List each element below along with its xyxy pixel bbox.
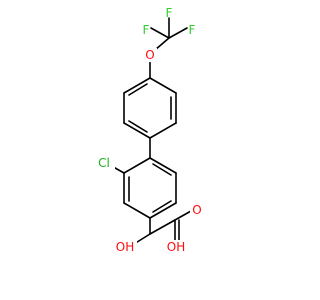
atom-oh-alpha: OH <box>116 240 134 254</box>
bond-ring1-6 <box>123 77 151 94</box>
atom-o-ether: O <box>145 48 154 62</box>
bond-ring2-double-a <box>152 163 172 176</box>
bond-ring1-4 <box>123 122 151 139</box>
atom-o-carbonyl: O <box>192 203 201 217</box>
bond-alpha-cooh <box>149 219 176 235</box>
atom-oh-acid: OH <box>167 240 185 254</box>
bonds <box>107 17 192 245</box>
atom-f-top: F <box>166 6 173 20</box>
bond-cf3-f-left <box>150 27 170 39</box>
structure-diagram: F F F O Cl OH O OH <box>95 6 204 255</box>
bond-ring2-3 <box>149 202 177 219</box>
bond-cf3-o <box>154 37 170 51</box>
bond-ring1-double-c <box>128 83 148 96</box>
atom-labels: F F F O Cl OH O OH <box>95 6 204 255</box>
atom-cl: Cl <box>98 156 110 170</box>
atom-f-left: F <box>143 23 150 37</box>
bond-cf3-f-right <box>168 27 188 39</box>
bond-ring2-6 <box>123 157 151 174</box>
bond-ring2-1 <box>149 157 177 174</box>
bond-ring2-double-b <box>152 200 172 213</box>
bond-c-ohacid <box>174 210 192 221</box>
bond-ring1-1 <box>149 77 177 94</box>
bond-ring1-double-b <box>128 120 148 133</box>
bond-ring1-3 <box>149 122 177 139</box>
bond-ring2-4 <box>123 202 151 219</box>
atom-f-right: F <box>189 23 196 37</box>
